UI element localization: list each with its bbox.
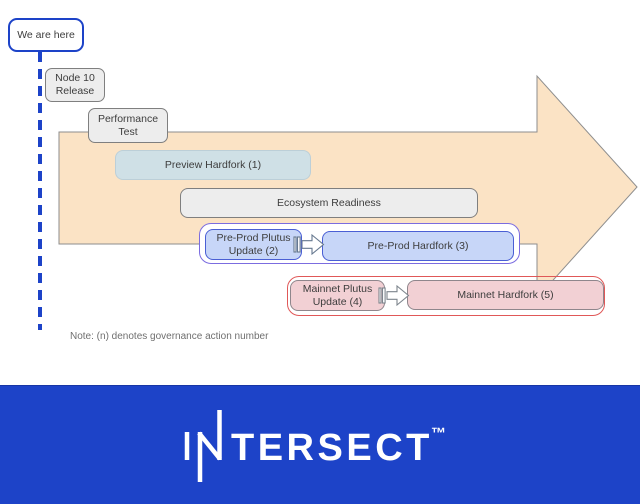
- logo-letter-n-diagonal: [196, 431, 222, 461]
- milestone-mainnet-plutus-update: Mainnet Plutus Update (4): [290, 280, 385, 311]
- milestone-performance-test: Performance Test: [88, 108, 168, 143]
- milestone-node10-release: Node 10 Release: [45, 68, 105, 102]
- governance-note: Note: (n) denotes governance action numb…: [70, 331, 269, 342]
- milestone-preprod-hardfork: Pre-Prod Hardfork (3): [322, 231, 514, 261]
- milestone-preview-hardfork: Preview Hardfork (1): [115, 150, 311, 180]
- footer-banner: TERSECT ™: [0, 385, 640, 504]
- milestone-mainnet-hardfork: Mainnet Hardfork (5): [407, 280, 604, 310]
- we-are-here-marker: We are here: [8, 18, 84, 52]
- mainnet-group-outline: [287, 276, 605, 316]
- we-are-here-label: We are here: [17, 29, 75, 41]
- milestone-preprod-plutus-update: Pre-Prod Plutus Update (2): [205, 229, 302, 260]
- intersect-logo: TERSECT ™: [184, 410, 446, 482]
- striped-right-arrow-icon: [293, 233, 325, 256]
- logo-trademark: ™: [431, 425, 446, 442]
- milestone-ecosystem-readiness: Ecosystem Readiness: [180, 188, 478, 218]
- striped-right-arrow-icon: [378, 284, 410, 307]
- logo-wordmark-rest: TERSECT: [231, 427, 433, 469]
